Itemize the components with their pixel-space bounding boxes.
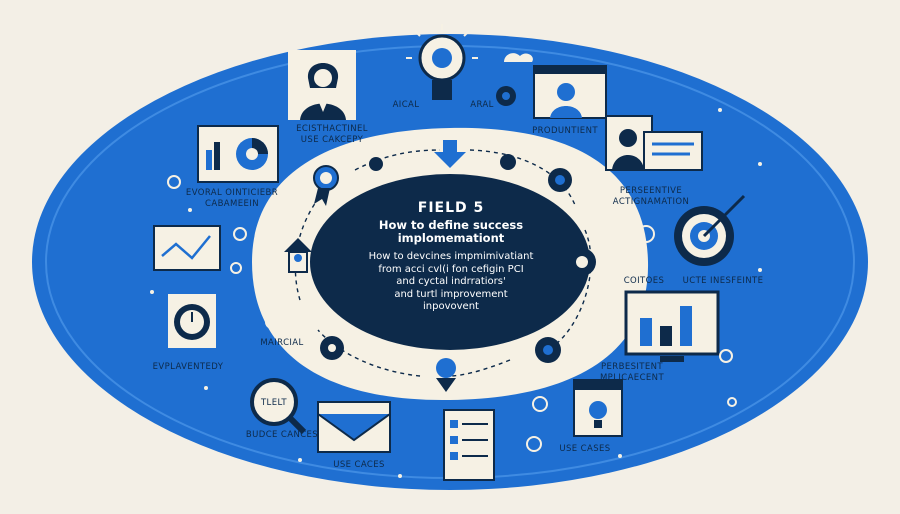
- label-ucteinesfeinte: UCTE INESFEINTE: [682, 276, 764, 286]
- target-gear-icon: [674, 194, 746, 266]
- center-text-block: FIELD 5 How to define success implomemat…: [336, 200, 566, 314]
- decorative-small-gears: [167, 175, 737, 452]
- cycle-gear-icon: [320, 154, 596, 363]
- magnifier-icon: [250, 378, 307, 435]
- browser-window-icon: [533, 65, 607, 119]
- stopwatch-icon: [168, 294, 216, 348]
- label-evplaventedy: EVPLAVENTEDY: [152, 362, 224, 372]
- lightbulb-icon: [406, 24, 478, 100]
- center-dark-oval: [310, 174, 590, 350]
- speech-presenter-icon: [605, 115, 703, 171]
- label-top-aral: ARAL: [470, 100, 494, 110]
- businesswoman-icon: [288, 50, 356, 120]
- center-subtitle: How to define success implomemationt: [378, 218, 524, 245]
- label-produntient: PRODUNTIENT: [532, 126, 598, 136]
- label-perseentive: PERSEENTIVE ACTIGNAMATION: [612, 186, 690, 207]
- label-budce-cances: BUDCE CANCES: [245, 430, 319, 440]
- pie-chart-dashboard-icon: [197, 125, 279, 183]
- label-coitoes: COITOES: [623, 276, 665, 286]
- label-use-caces-bottom: USE CACES: [333, 460, 385, 470]
- label-tlelt: TLELT: [260, 398, 288, 408]
- monitor-bar-chart-icon: [624, 290, 720, 362]
- award-ribbon-icon: [313, 165, 339, 206]
- checklist-icon: [443, 409, 495, 481]
- label-use-caces-right: USE CASES: [559, 444, 611, 454]
- envelope-inbox-icon: [317, 401, 391, 453]
- person-pin-icon: [436, 358, 456, 392]
- label-top-acial: AICAL: [392, 100, 420, 110]
- line-chart-board-icon: [153, 225, 221, 271]
- cloud-icon: [504, 53, 533, 62]
- label-perbesitent: PERBESITENT MPLICAECENT: [599, 362, 665, 383]
- upload-icon: [284, 238, 312, 273]
- label-maircial: MAIRCIAL: [260, 338, 304, 348]
- center-body: How to devcines impmimivatiant from acci…: [368, 251, 534, 312]
- small-gear-icon: [496, 86, 516, 106]
- label-ecisthical: ECISTHACTINEL USE CAKCEPY: [296, 124, 368, 145]
- decorative-sparkles: [150, 108, 762, 478]
- calendar-idea-icon: [573, 379, 623, 437]
- center-title: FIELD 5: [417, 200, 485, 216]
- down-arrow-icon: [434, 140, 466, 168]
- cycle-dashed-path: [294, 149, 592, 377]
- label-evoral: EVORAL OINTICIEBR CABAMEEIN: [185, 188, 279, 209]
